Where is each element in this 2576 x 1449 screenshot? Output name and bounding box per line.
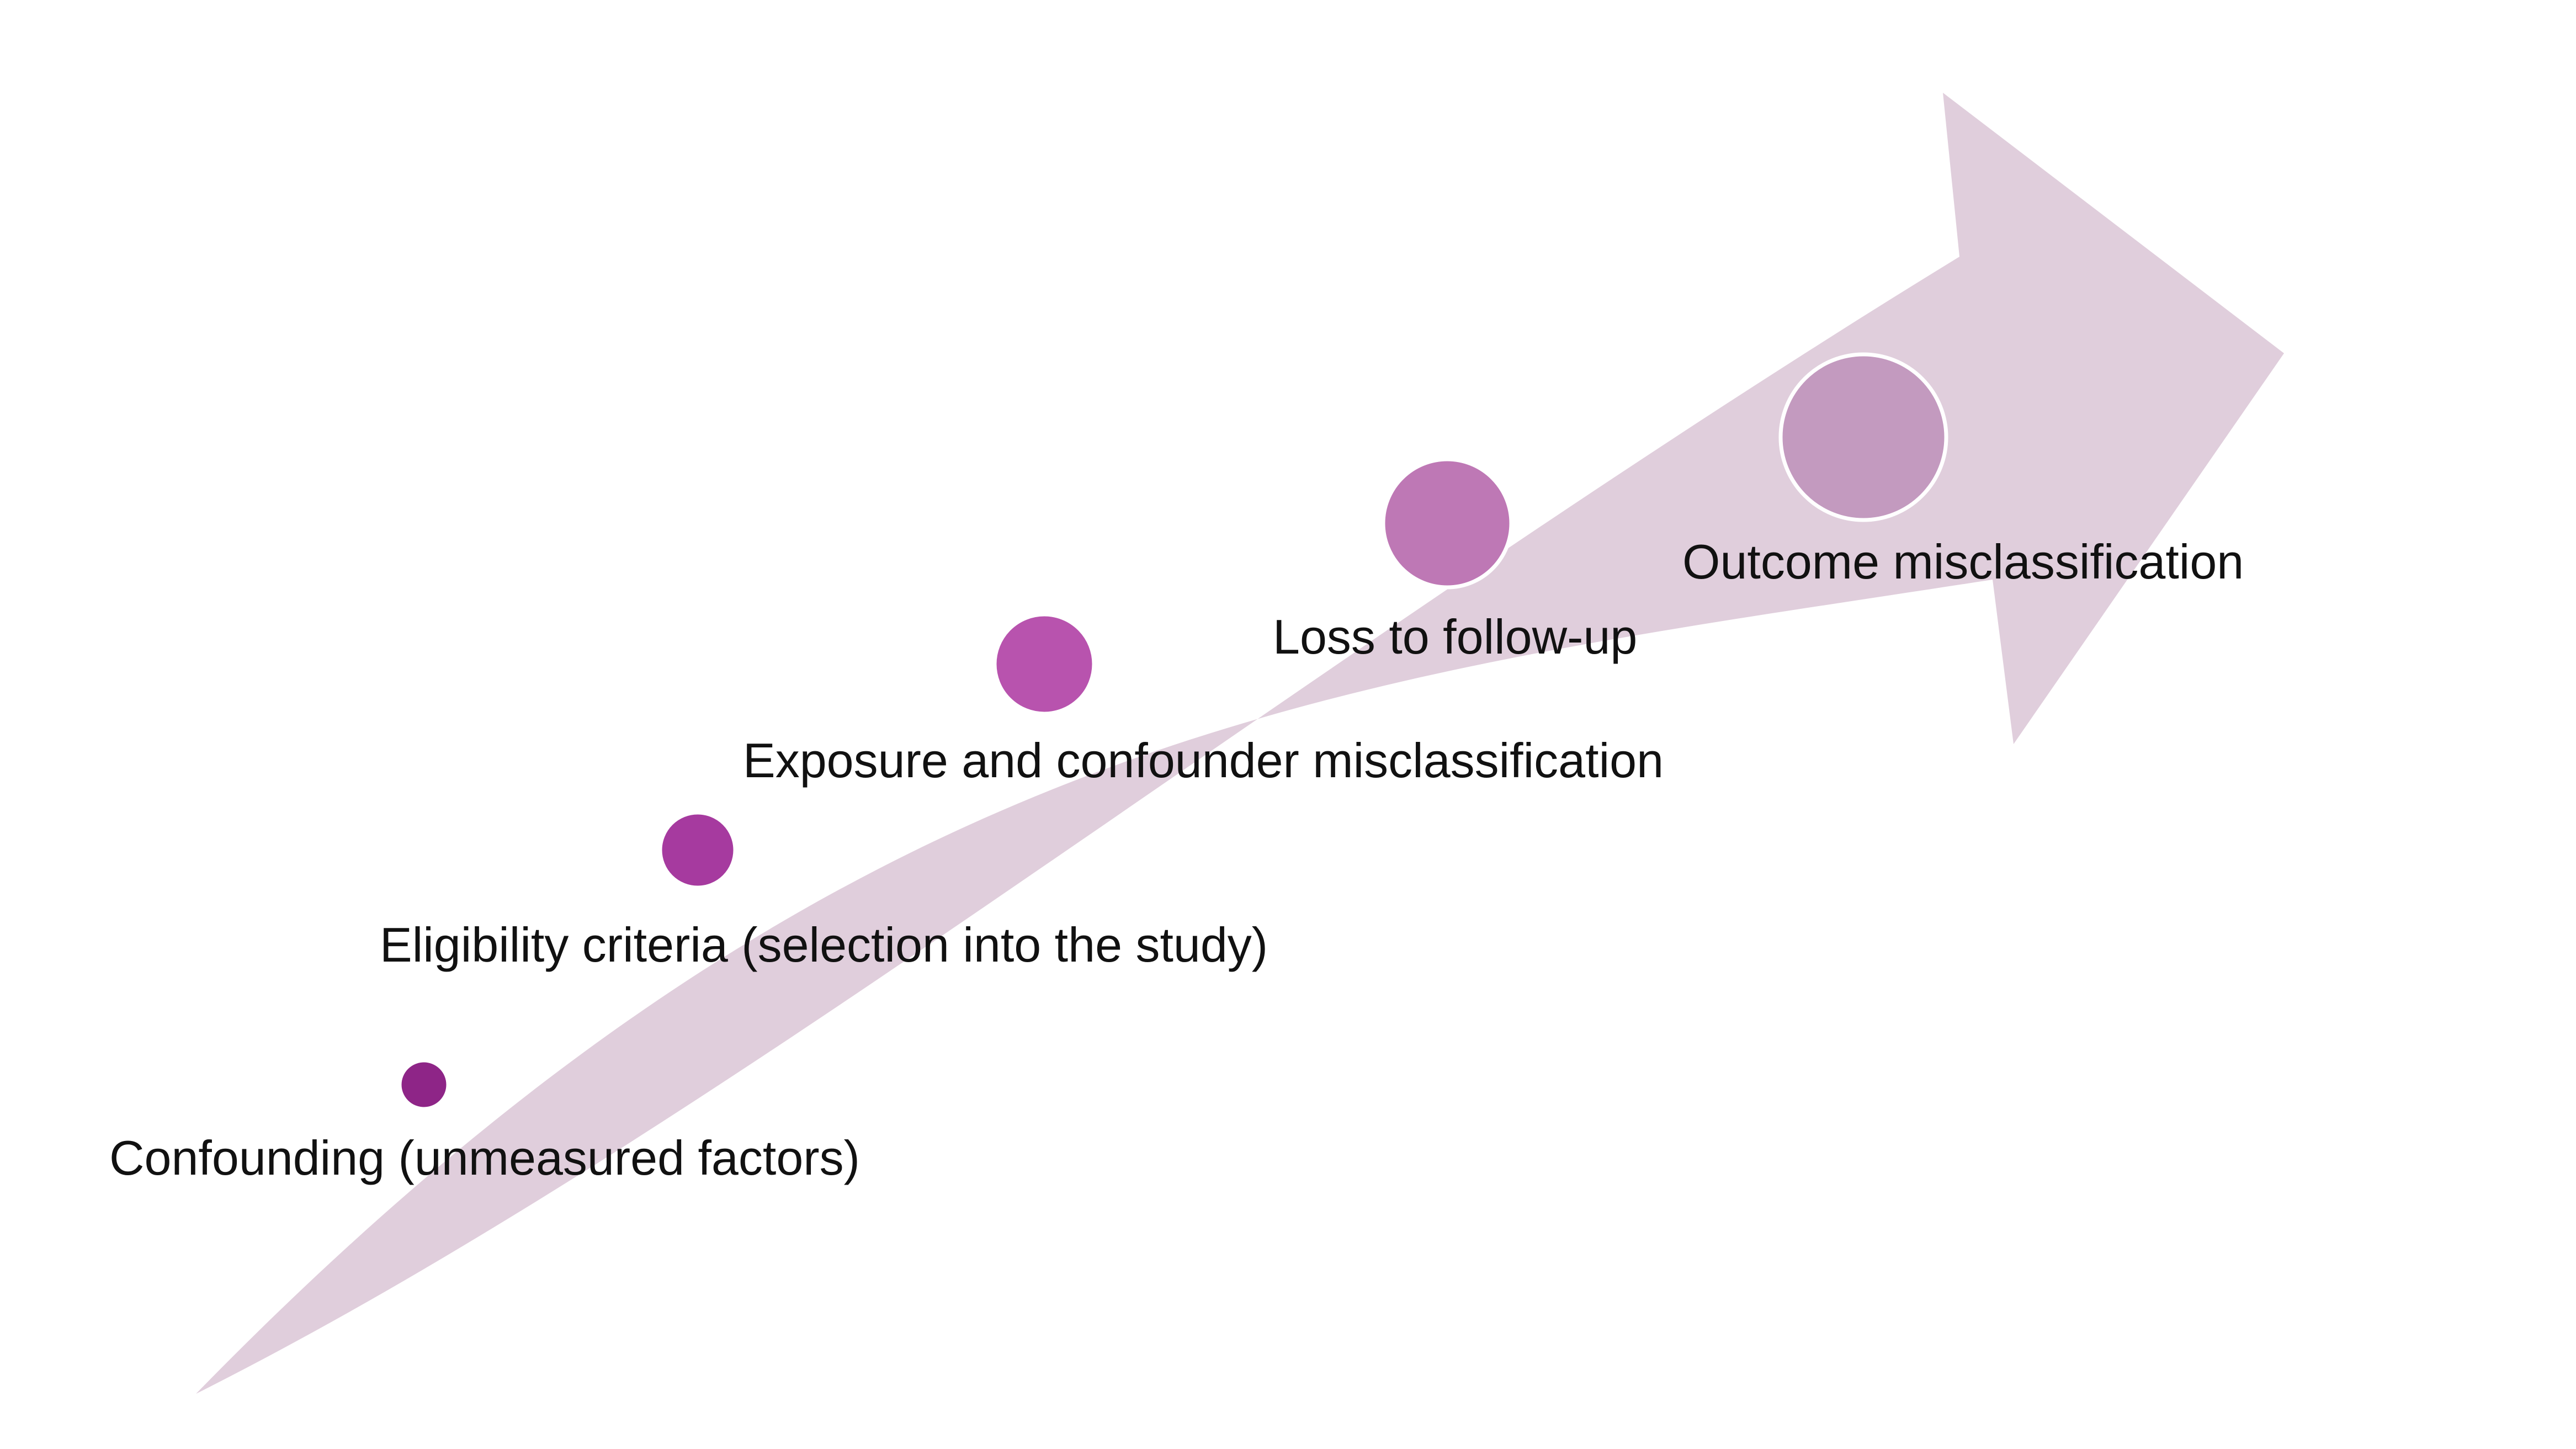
step-label: Exposure and confounder misclassificatio… [743,733,1664,788]
step-label: Loss to follow-up [1273,609,1637,664]
step-label: Eligibility criteria (selection into the… [380,917,1268,972]
progression-arrow [196,93,2284,1394]
step-exposure-confounder-misclassification: Exposure and confounder misclassificatio… [743,612,1664,788]
step-marker [992,612,1096,716]
step-marker [397,1058,450,1111]
step-outcome-misclassification: Outcome misclassification [1682,352,2244,589]
step-label: Outcome misclassification [1682,534,2244,589]
step-marker [658,810,737,890]
step-marker [1778,352,1948,522]
step-marker [1381,457,1513,590]
step-loss-to-follow-up: Loss to follow-up [1273,457,1637,664]
step-eligibility-criteria: Eligibility criteria (selection into the… [380,810,1268,972]
step-label: Confounding (unmeasured factors) [109,1130,860,1185]
step-confounding: Confounding (unmeasured factors) [109,1058,860,1185]
